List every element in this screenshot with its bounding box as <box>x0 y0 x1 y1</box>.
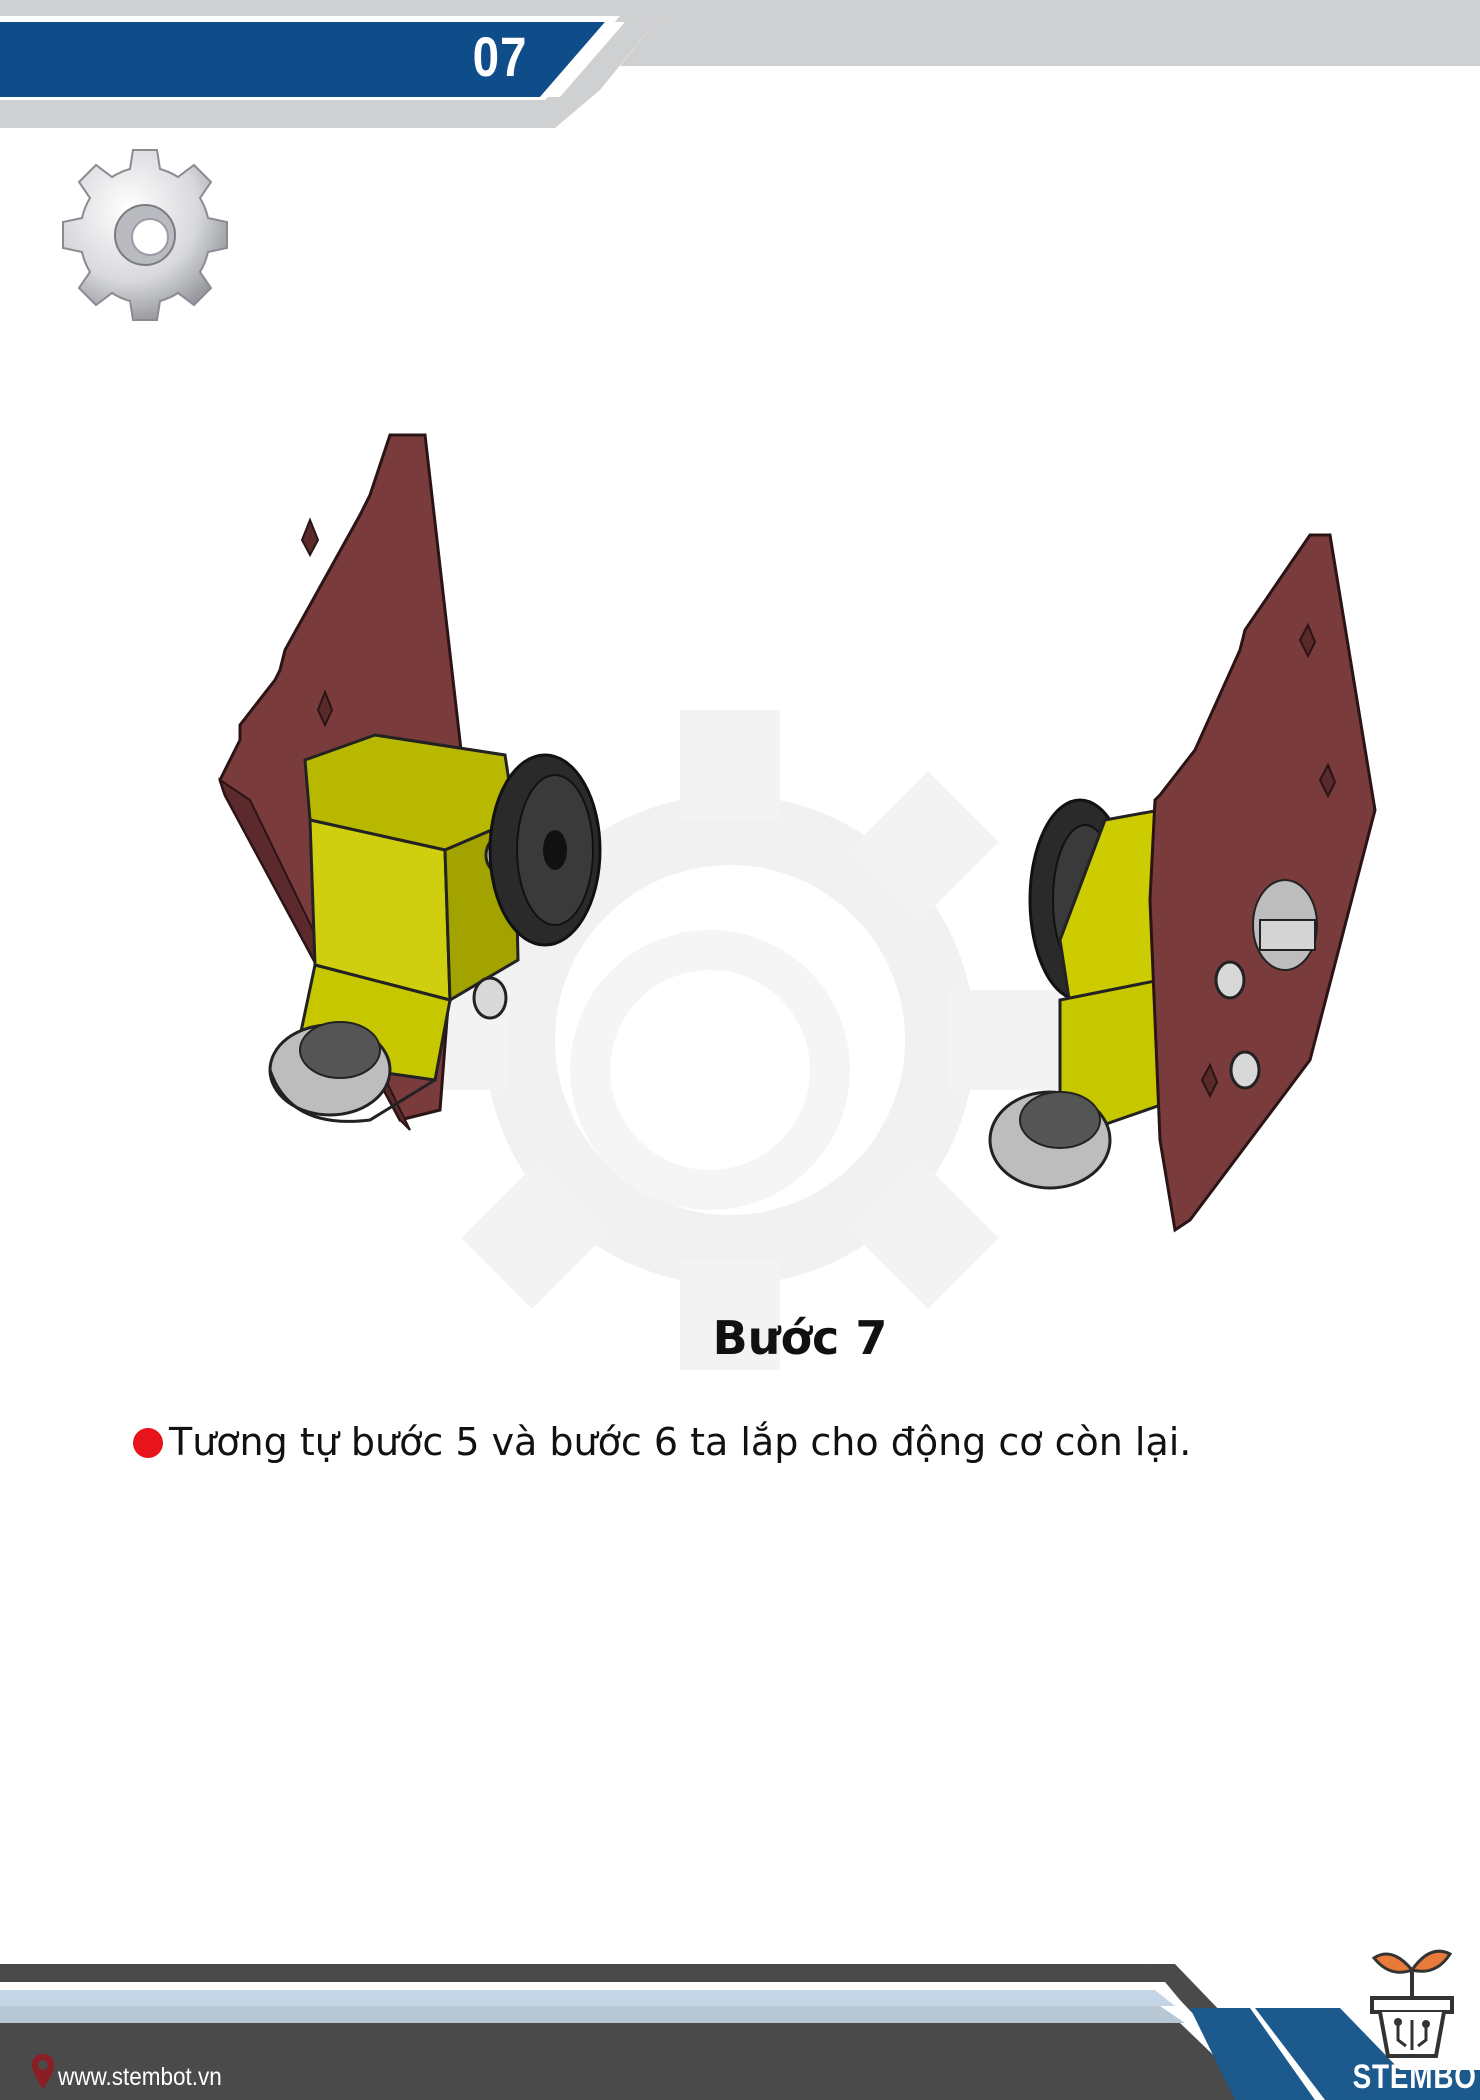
right-motor-assembly <box>988 533 1377 1233</box>
location-pin-icon <box>32 2054 54 2089</box>
brand-name: STEMBOT <box>1352 2058 1480 2096</box>
step-title: Bước 7 <box>712 1311 888 1365</box>
left-motor-assembly <box>218 433 602 1131</box>
step-description: Tương tự bước 5 và bước 6 ta lắp cho độn… <box>169 1420 1192 1464</box>
footer-band <box>0 1964 1480 2100</box>
bullet-dot <box>133 1428 163 1458</box>
stembot-logo-icon <box>1370 1949 1454 2058</box>
header-band <box>0 0 1480 128</box>
assembly-illustration <box>218 433 1377 1233</box>
page-number: 07 <box>472 25 528 88</box>
step-description-item: Tương tự bước 5 và bước 6 ta lắp cho độn… <box>133 1415 1383 1469</box>
gear-icon <box>62 149 228 321</box>
website-link[interactable]: www.stembot.vn <box>58 2063 222 2091</box>
